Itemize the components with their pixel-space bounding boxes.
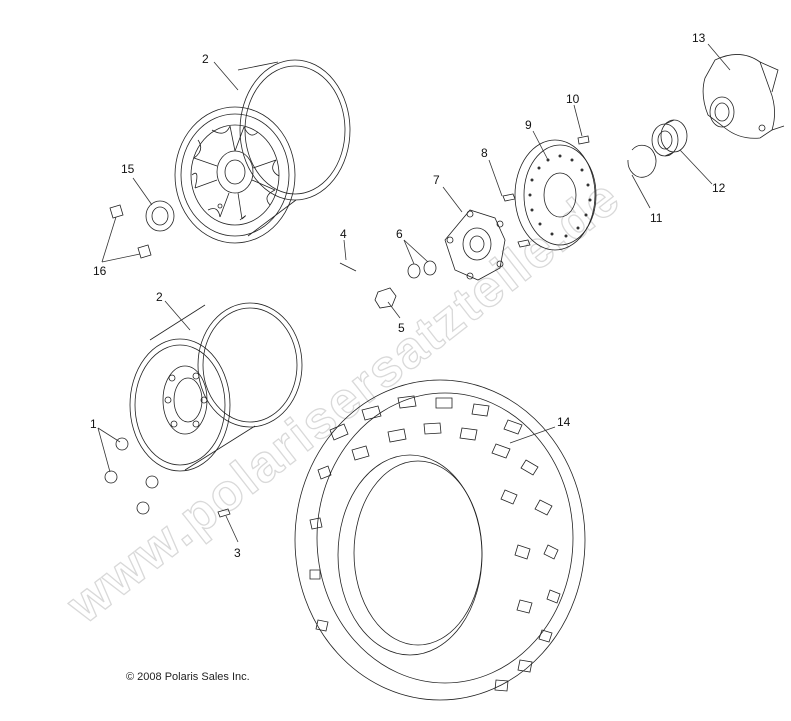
upper-rim	[174, 59, 351, 244]
callout-12: 12	[712, 181, 726, 195]
callout-8: 8	[481, 146, 488, 160]
callout-15: 15	[121, 162, 135, 176]
callout-3: 3	[234, 546, 241, 560]
callout-10: 10	[566, 92, 580, 106]
insert-a	[109, 204, 124, 219]
lower-rim	[129, 302, 303, 472]
callout-6: 6	[396, 227, 403, 241]
callout-5: 5	[398, 321, 405, 335]
callout-14: 14	[557, 415, 571, 429]
valve-stem	[217, 508, 231, 518]
disc-bolt	[577, 135, 590, 145]
copyright-text: © 2008 Polaris Sales Inc.	[126, 671, 250, 683]
tire	[294, 379, 586, 701]
callout-16: 16	[93, 264, 107, 278]
callout-1: 1	[90, 417, 97, 431]
brake-disc	[514, 139, 597, 251]
callout-2-upper: 2	[202, 52, 209, 66]
castle-nut	[374, 287, 397, 309]
tire-tread-lugs	[309, 395, 561, 692]
leader-lines	[97, 43, 731, 543]
insert-b	[137, 244, 152, 259]
lug-nuts	[104, 437, 159, 515]
callout-9: 9	[525, 118, 532, 132]
callout-4: 4	[340, 227, 347, 241]
wheel-studs	[502, 193, 531, 248]
callout-13: 13	[692, 31, 706, 45]
callout-2-lower: 2	[156, 290, 163, 304]
washer-a	[407, 263, 421, 279]
wheel-hub	[444, 209, 506, 281]
retaining-ring	[627, 144, 657, 178]
wheel-bearing	[651, 119, 688, 157]
cotter-pin	[339, 262, 357, 272]
center-cap	[145, 200, 175, 232]
bearing-carrier	[702, 54, 785, 139]
washer-b	[423, 260, 437, 276]
callout-11: 11	[650, 211, 663, 225]
callout-7: 7	[433, 173, 440, 187]
